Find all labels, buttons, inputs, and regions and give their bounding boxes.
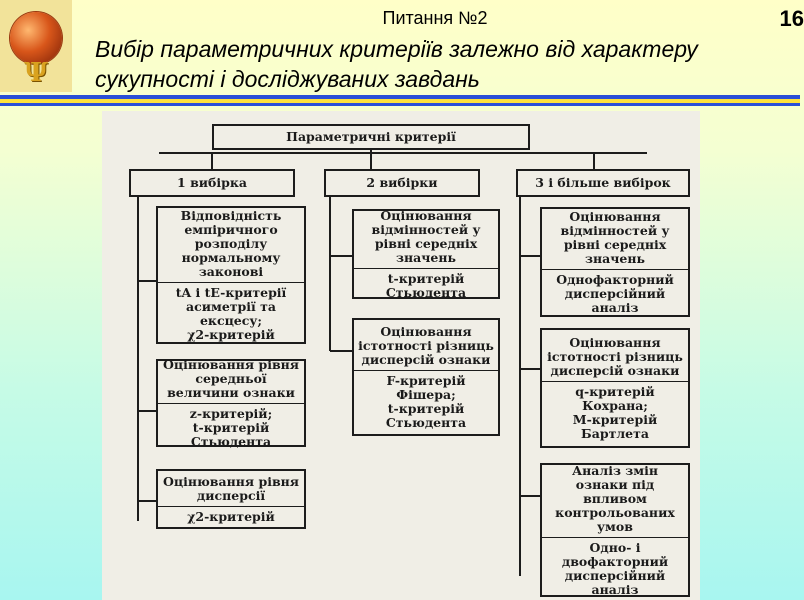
box-mean-difference-2: Оцінювання відмінностей у рівні середніх…: [352, 208, 500, 299]
header-divider: [0, 95, 800, 99]
connector-lines: [137, 149, 647, 576]
criteria-diagram: Параметричні критерії 1 вибірка 2 вибірк…: [102, 111, 700, 600]
box-normality: Відповідність емпіричного розподілу норм…: [156, 206, 306, 344]
question-number: Питання №2: [382, 8, 488, 28]
header-divider-yellow: [0, 99, 800, 103]
box-variance-level: Оцінювання рівня дисперсії χ2-критерій: [156, 469, 306, 529]
column-header-2: 2 вибірки: [324, 169, 480, 197]
logo: Ψ: [0, 0, 72, 92]
box-mean-level: Оцінювання рівня середньої величини озна…: [156, 357, 306, 448]
box-controlled-conditions: Аналіз змін ознаки під впливом контрольо…: [540, 463, 690, 597]
globe-icon: [10, 12, 62, 64]
slide-title: Вибір параметричних критеріїв залежно ві…: [95, 36, 698, 92]
psi-icon: Ψ: [24, 58, 48, 88]
box-variance-difference-3: Оцінювання істотності різниць дисперсій …: [540, 328, 690, 448]
box-mean-difference-3: Оцінювання відмінностей у рівні середніх…: [540, 207, 690, 317]
header-divider-lower: [0, 103, 800, 106]
page-number: 16: [779, 6, 804, 31]
column-header-1: 1 вибірка: [129, 169, 295, 197]
root-node: Параметричні критерії: [212, 124, 530, 150]
box-variance-difference-2: Оцінювання істотності різниць дисперсій …: [352, 318, 500, 436]
column-header-3: 3 і більше вибірок: [516, 169, 690, 197]
